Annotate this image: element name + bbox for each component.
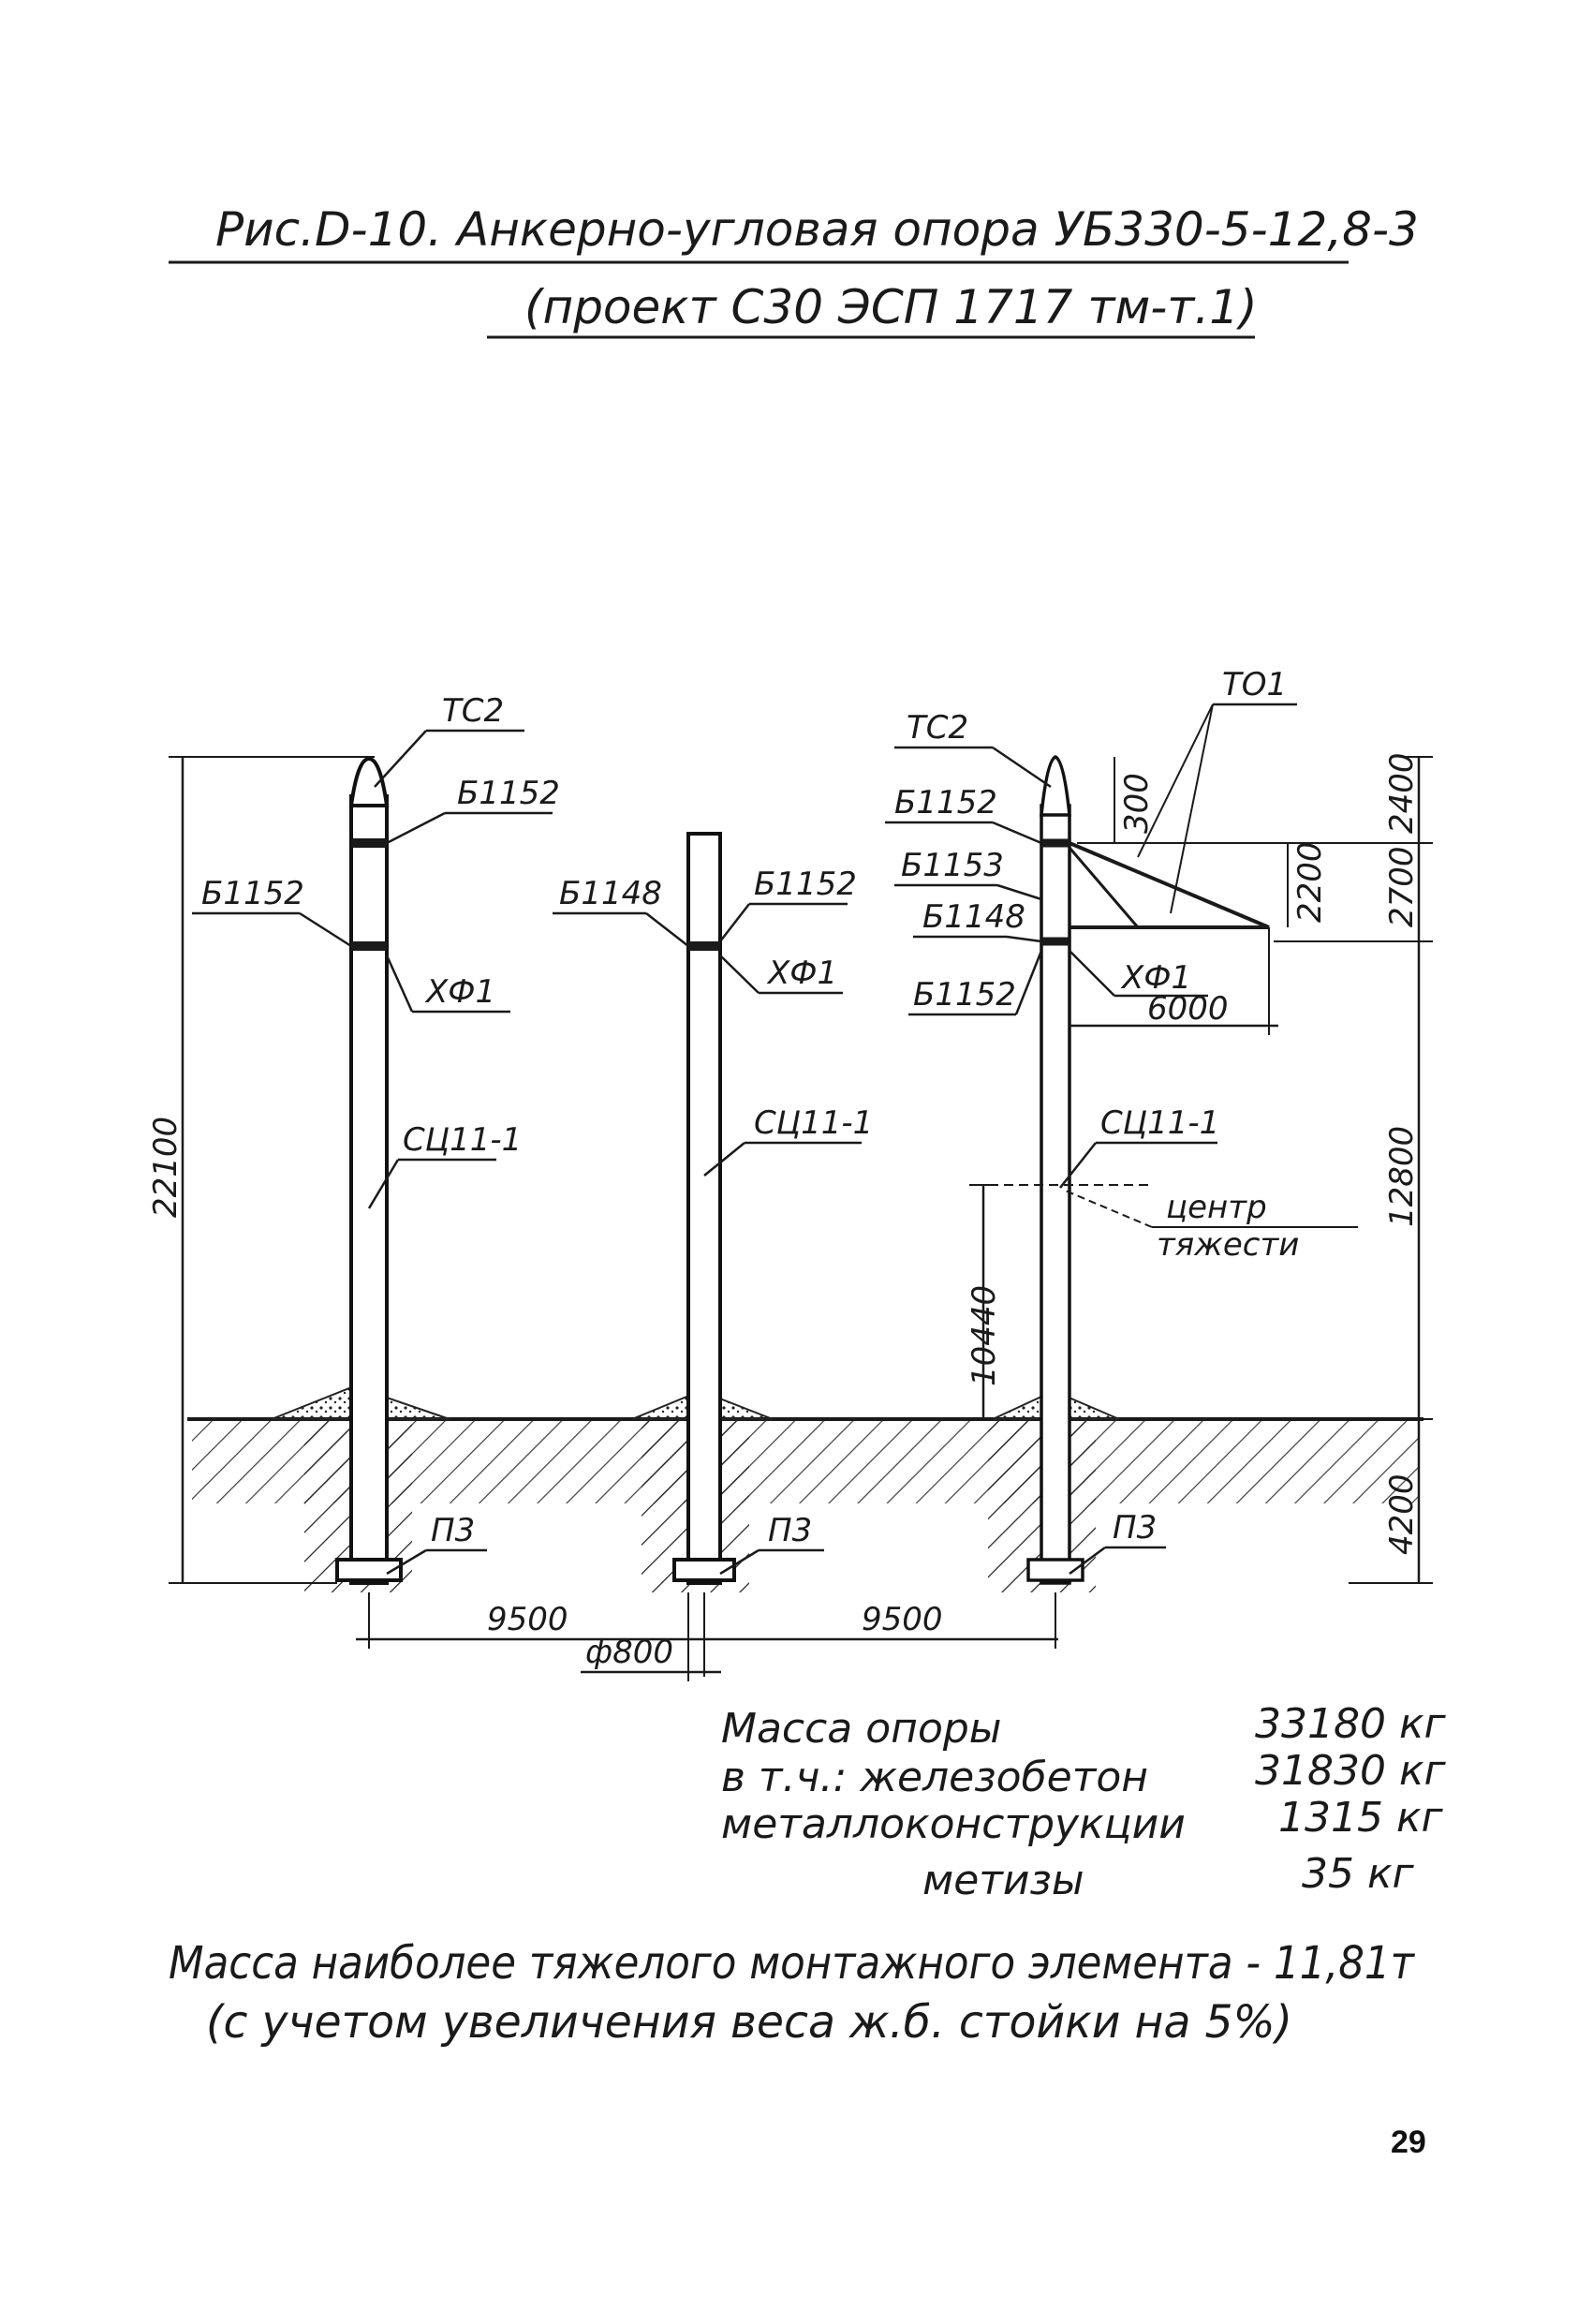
left-shaft-label: СЦ11-1 xyxy=(403,1121,522,1159)
dimensions: 22100 2400 2700 12800 4200 300 2200 6000… xyxy=(147,752,1433,1681)
mass-row-3-value: 1315 кг xyxy=(1278,1794,1444,1842)
right-band-1-label: Б1152 xyxy=(894,784,997,822)
right-clamp-label: ХФ1 xyxy=(1120,959,1191,997)
mass-row-2-label: в т.ч.: железобетон xyxy=(721,1754,1148,1801)
dim-right-ground: 4200 xyxy=(1383,1473,1421,1555)
mass-row-4-value: 35 кг xyxy=(1302,1850,1415,1898)
right-band-4-label: Б1152 xyxy=(913,976,1016,1014)
mass-row-1-value: 33180 кг xyxy=(1255,1700,1447,1748)
title-line-2: (проект С30 ЭСП 1717 тм-т.1) xyxy=(524,280,1258,334)
pole-middle: Б1148 Б1152 ХФ1 СЦ11-1 П3 xyxy=(553,832,873,1585)
dim-traverse-drop: 2200 xyxy=(1291,841,1329,923)
dim-right-mid: 2700 xyxy=(1383,846,1421,927)
dim-centre-height: 10440 xyxy=(966,1285,1003,1386)
middle-base-plate-label: П3 xyxy=(768,1512,812,1549)
mass-row-4-label: метизы xyxy=(922,1857,1084,1904)
dim-span-right: 9500 xyxy=(862,1601,943,1638)
dim-right-top: 2400 xyxy=(1383,752,1421,834)
right-band-2-label: Б1153 xyxy=(901,847,1004,884)
left-band-upper-label: Б1152 xyxy=(457,775,560,812)
note-line-1: Масса наиболее тяжелого монтажного элеме… xyxy=(169,1937,1416,1990)
dim-top-offset: 300 xyxy=(1118,773,1156,834)
heavy-element-note: Масса наиболее тяжелого монтажного элеме… xyxy=(169,1937,1416,2049)
dim-total-height: 22100 xyxy=(147,1117,184,1218)
mass-row-1-label: Масса опоры xyxy=(721,1705,1002,1753)
left-clamp-label: ХФ1 xyxy=(424,973,495,1011)
dim-traverse-reach: 6000 xyxy=(1147,990,1229,1028)
figure-title: Рис.D-10. Анкерно-угловая опора УБ330-5-… xyxy=(169,202,1419,339)
centre-of-gravity-label-2: тяжести xyxy=(1157,1226,1299,1264)
right-shaft-label: СЦ11-1 xyxy=(1100,1104,1219,1142)
right-base-plate-label: П3 xyxy=(1113,1509,1157,1547)
middle-band-left-label: Б1148 xyxy=(559,875,662,912)
mass-row-2-value: 31830 кг xyxy=(1255,1747,1447,1795)
pole-left: ТС2 Б1152 Б1152 ХФ1 СЦ11-1 П3 xyxy=(192,692,560,1585)
dim-diameter: ф800 xyxy=(585,1634,673,1671)
right-band-3-label: Б1148 xyxy=(922,898,1025,936)
middle-clamp-label: ХФ1 xyxy=(766,955,837,992)
page-number: 29 xyxy=(1391,2124,1426,2160)
dim-right-main: 12800 xyxy=(1383,1126,1421,1227)
middle-band-right-label: Б1152 xyxy=(754,866,857,903)
centre-of-gravity-label-1: центр xyxy=(1166,1189,1267,1226)
pole-right: ТС2 Б1152 Б1153 Б1148 Б1152 ХФ1 ТО1 СЦ11… xyxy=(885,666,1358,1585)
note-line-2: (с учетом увеличения веса ж.б. стойки на… xyxy=(206,1996,1292,2049)
right-traverse-label: ТО1 xyxy=(1222,666,1287,703)
mass-table: Масса опоры 33180 кг в т.ч.: железобетон… xyxy=(721,1700,1447,1904)
title-line-1: Рис.D-10. Анкерно-угловая опора УБ330-5-… xyxy=(215,202,1419,257)
middle-shaft-label: СЦ11-1 xyxy=(754,1104,873,1142)
left-base-plate-label: П3 xyxy=(431,1512,475,1549)
dim-span-left: 9500 xyxy=(487,1601,568,1638)
right-top-cap-label: ТС2 xyxy=(907,709,968,747)
mass-row-3-label: металлоконструкции xyxy=(721,1800,1186,1848)
left-band-lower-label: Б1152 xyxy=(201,875,304,912)
left-top-cap-label: ТС2 xyxy=(442,692,504,730)
